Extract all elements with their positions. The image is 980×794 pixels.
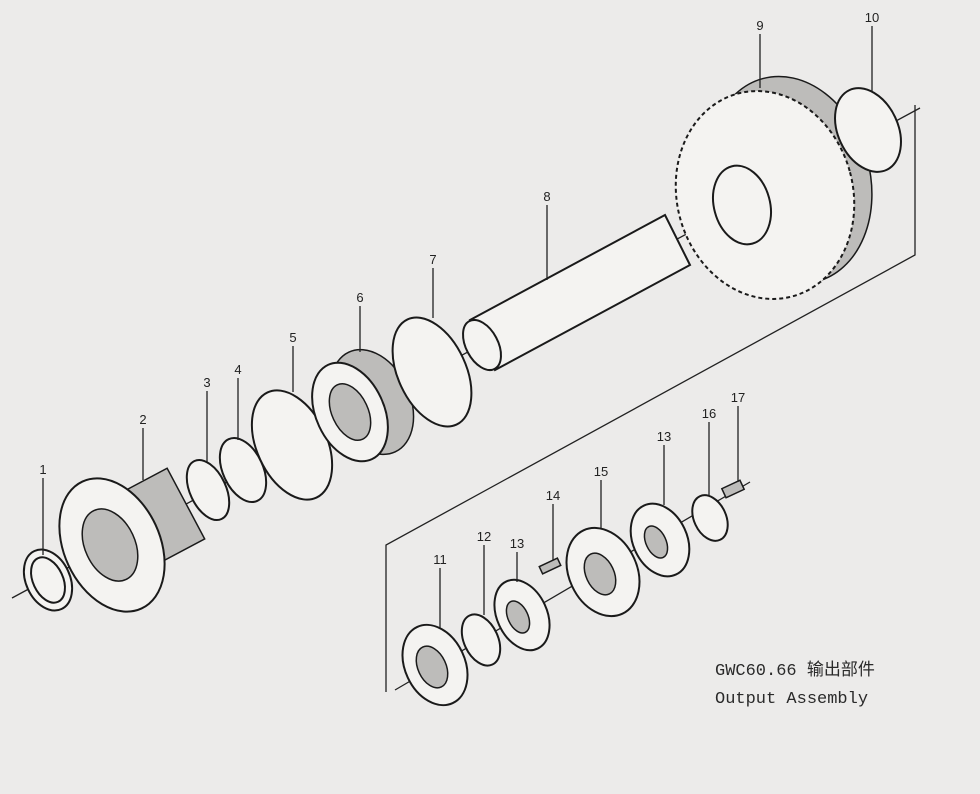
label-part-9: 9 [756,18,763,33]
label-part-7: 7 [429,252,436,267]
label-part-13: 13 [510,536,524,551]
part-15-flange [565,526,641,618]
part-13-bushing-2 [629,502,691,578]
label-part-17: 17 [731,390,745,405]
label-part-8: 8 [543,189,550,204]
label-part-12: 12 [477,529,491,544]
part-11-bearing [401,623,469,707]
label-part-16: 16 [702,406,716,421]
part-12-ring [460,613,502,667]
part-2-flange-hub [58,467,206,613]
label-part-1: 1 [39,462,46,477]
bracket-line [385,105,916,692]
part-14-pin [538,557,562,575]
part-17-bolt [720,479,746,499]
label-part-14: 14 [546,488,560,503]
label-part-5: 5 [289,330,296,345]
label-part-15: 15 [594,464,608,479]
label-part-6: 6 [356,290,363,305]
caption-model: GWC60.66 输出部件 [715,662,875,681]
part-8-shaft [462,213,692,372]
label-part-13b: 13 [657,429,671,444]
label-part-2: 2 [139,412,146,427]
part-6-bearing [311,348,415,463]
part-16-cover [691,494,729,542]
label-part-4: 4 [234,362,241,377]
part-7-ring [391,316,473,428]
part-1-lock-nut [22,548,74,612]
caption-title: Output Assembly [715,690,869,709]
label-part-11: 11 [433,552,447,567]
part-3-ring [185,459,231,521]
part-13-bushing [493,578,551,652]
leader-lines [42,26,873,628]
part-10-ring [834,87,902,173]
part-9-gear [674,75,873,300]
label-part-3: 3 [203,375,210,390]
label-part-10: 10 [865,10,879,25]
